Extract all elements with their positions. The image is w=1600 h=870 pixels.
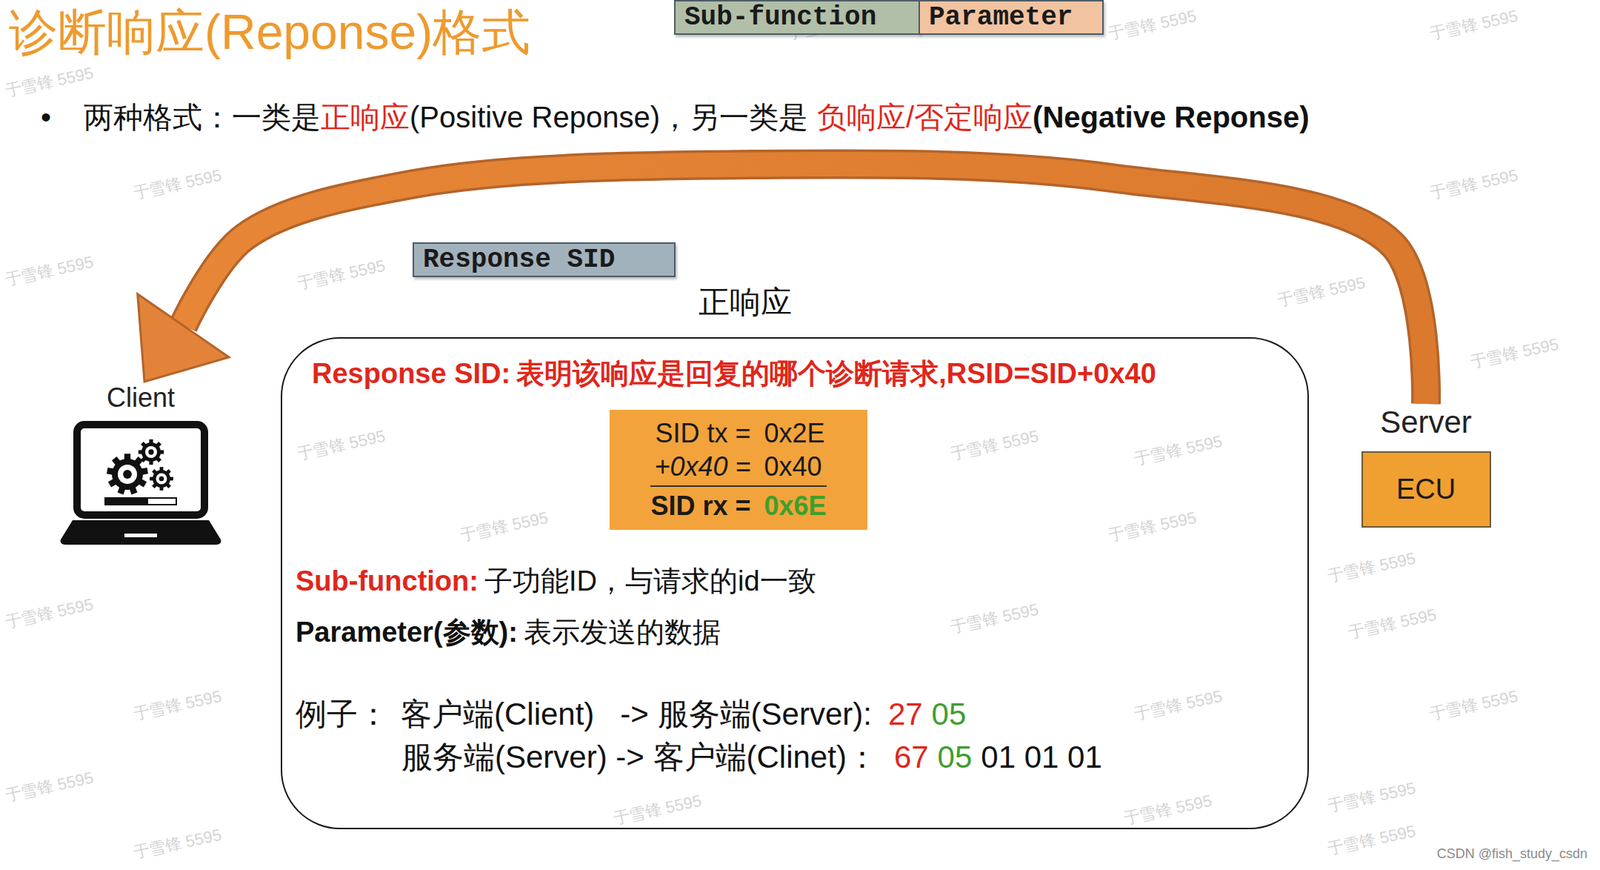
text-line: 服务端(Server) -> 客户端(Clinet)： 670501 01 01 bbox=[401, 738, 1103, 776]
calc-term: +0x40 = bbox=[650, 450, 751, 483]
example-heading: 例子： bbox=[295, 695, 389, 733]
watermark: 于雪锋 5595 bbox=[1427, 685, 1520, 726]
watermark: 于雪锋 5595 bbox=[1325, 820, 1419, 861]
sum-rule bbox=[650, 485, 826, 487]
format-field: Parameter bbox=[918, 0, 1104, 35]
watermark: 于雪锋 5595 bbox=[2, 251, 96, 292]
text-line: Parameter(参数):表示发送的数据 bbox=[295, 615, 721, 650]
watermark: 于雪锋 5595 bbox=[1105, 5, 1199, 46]
bullet-dot: • bbox=[40, 99, 52, 135]
gear-icon bbox=[106, 453, 149, 495]
highlight-text: 正响应 bbox=[320, 99, 410, 135]
hex-byte: 27 bbox=[888, 695, 923, 733]
highlight-text: 负响应/否定响应 bbox=[817, 99, 1033, 135]
field-label: Sub-function bbox=[684, 2, 877, 33]
field-label: Parameter bbox=[928, 2, 1073, 33]
watermark: 于雪锋 5595 bbox=[1131, 685, 1225, 726]
hex-value: 0x2E bbox=[764, 417, 827, 449]
text-line: 例子： 客户端(Client) -> 服务端(Server): 2705 bbox=[295, 695, 966, 733]
watermark: 于雪锋 5595 bbox=[1105, 506, 1199, 548]
hex-byte: 67 bbox=[894, 738, 929, 776]
bullet-text: (Positive Reponse)，另一类是 bbox=[409, 99, 809, 135]
watermark: 于雪锋 5595 bbox=[131, 823, 224, 865]
client-laptop: Client bbox=[44, 381, 238, 549]
bullet-text: 两种格式：一类是 bbox=[83, 99, 321, 135]
format-field: Response SID bbox=[412, 242, 676, 278]
watermark: 于雪锋 5595 bbox=[611, 788, 704, 830]
hex-value: 0x40 bbox=[764, 450, 827, 483]
watermark: 于雪锋 5595 bbox=[457, 506, 551, 548]
watermark: 于雪锋 5595 bbox=[1427, 5, 1520, 46]
bullet-text: (Negative Reponse) bbox=[1032, 99, 1309, 135]
watermark: 于雪锋 5595 bbox=[2, 62, 96, 103]
watermark: 于雪锋 5595 bbox=[131, 164, 224, 206]
gear-icon bbox=[138, 439, 164, 465]
description-text: 客户端(Client) -> 服务端(Server): bbox=[400, 695, 872, 733]
sid-calc-box: SID tx = 0x2E +0x40 = 0x40SID rx = 0x6E bbox=[609, 409, 868, 530]
source-credit: CSDN @fish_study_csdn bbox=[1437, 845, 1588, 862]
hex-byte: 01 01 01 bbox=[980, 738, 1103, 776]
watermark: 于雪锋 5595 bbox=[1468, 332, 1562, 374]
watermark: 于雪锋 5595 bbox=[948, 598, 1041, 640]
text-line: Response SID:表明该响应是回复的哪个诊断请求,RSID=SID+0x… bbox=[311, 357, 1157, 392]
format-field: Sub-function bbox=[674, 0, 920, 35]
watermark: 于雪锋 5595 bbox=[1325, 777, 1419, 818]
field-label: Response SID bbox=[422, 244, 615, 275]
ecu-box: ECU bbox=[1361, 451, 1492, 528]
bullet-line: • 两种格式：一类是正响应(Positive Reponse)，另一类是负响应/否… bbox=[40, 99, 1310, 135]
hex-byte: 05 bbox=[937, 738, 973, 776]
field-name: Sub-function: bbox=[295, 564, 479, 599]
field-name: Parameter(参数): bbox=[295, 615, 518, 650]
gear-icon bbox=[149, 466, 174, 491]
format-caption: 正响应 bbox=[698, 281, 792, 323]
text-line: Sub-function:子功能ID，与请求的id一致 bbox=[295, 564, 817, 599]
watermark: 于雪锋 5595 bbox=[1325, 547, 1419, 589]
laptop-icon bbox=[59, 420, 223, 549]
watermark: 于雪锋 5595 bbox=[1345, 603, 1439, 645]
watermark: 于雪锋 5595 bbox=[1427, 164, 1520, 206]
description-text: 表明该响应是回复的哪个诊断请求,RSID=SID+0x40 bbox=[516, 357, 1157, 392]
node-heading: Client bbox=[44, 381, 238, 414]
hex-byte: 05 bbox=[931, 695, 967, 733]
watermark: 于雪锋 5595 bbox=[2, 593, 96, 635]
watermark: 于雪锋 5595 bbox=[294, 424, 388, 466]
ecu-label: ECU bbox=[1396, 473, 1456, 506]
server-ecu: ServerECU bbox=[1351, 403, 1500, 528]
description-text: 表示发送的数据 bbox=[523, 615, 721, 650]
watermark: 于雪锋 5595 bbox=[294, 254, 388, 295]
description-text: 子功能ID，与请求的id一致 bbox=[484, 564, 817, 599]
watermark: 于雪锋 5595 bbox=[1274, 271, 1368, 313]
watermark: 于雪锋 5595 bbox=[948, 424, 1041, 466]
calc-term: SID tx = bbox=[650, 417, 751, 449]
explanation-panel: Response SID:表明该响应是回复的哪个诊断请求,RSID=SID+0x… bbox=[280, 337, 1309, 829]
watermark: 于雪锋 5595 bbox=[131, 685, 224, 726]
flow-arrow bbox=[137, 163, 1426, 404]
watermark: 于雪锋 5595 bbox=[1121, 788, 1215, 830]
node-heading: Server bbox=[1351, 403, 1500, 441]
watermark: 于雪锋 5595 bbox=[1131, 429, 1225, 471]
slide-title: 诊断响应(Reponse)格式 bbox=[8, 2, 531, 62]
calc-term: SID rx = bbox=[650, 489, 751, 522]
watermark: 于雪锋 5595 bbox=[2, 766, 96, 808]
description-text: 服务端(Server) -> 客户端(Clinet)： bbox=[401, 738, 878, 776]
hex-value: 0x6E bbox=[764, 489, 827, 522]
field-name: Response SID: bbox=[311, 357, 511, 392]
